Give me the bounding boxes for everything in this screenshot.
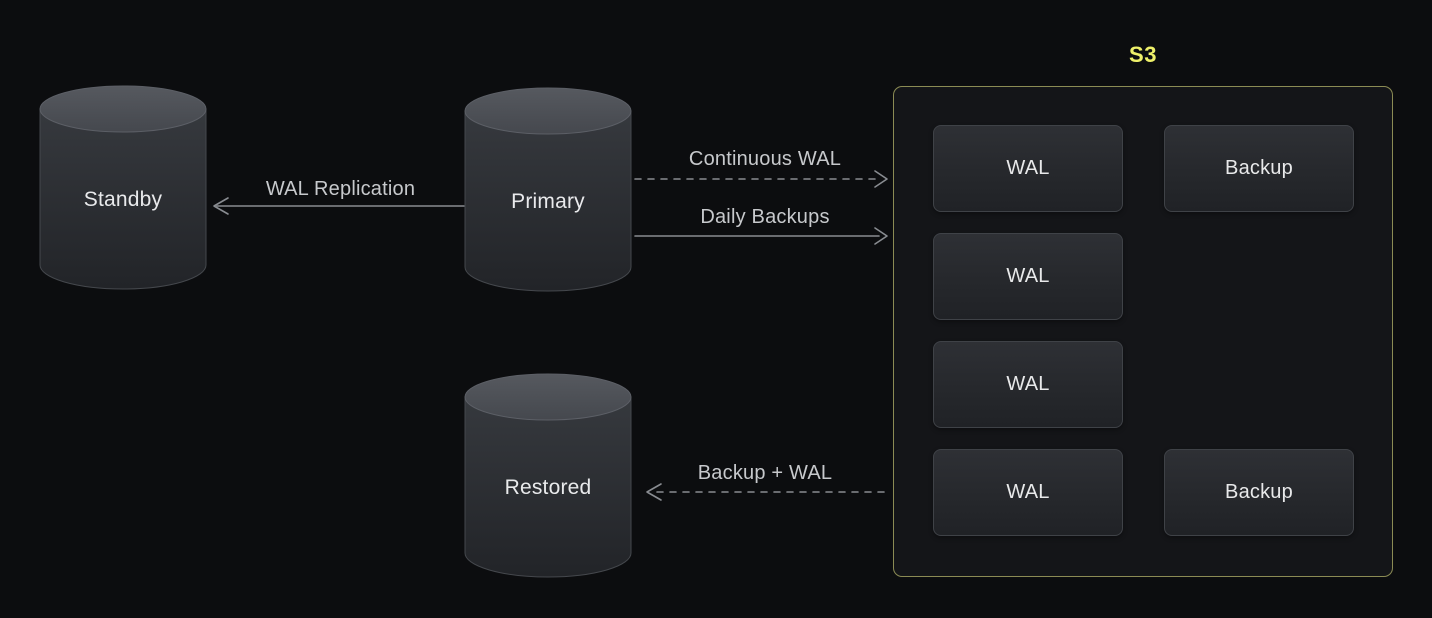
s3-item-wal: WAL [933,233,1123,320]
node-standby: Standby [39,85,207,290]
edge-backup-plus-wal [646,483,885,501]
database-cylinder-icon [464,373,632,578]
edge-daily-backups [634,227,888,245]
edge-label-daily-backups: Daily Backups [700,206,830,228]
s3-item-wal: WAL [933,125,1123,212]
s3-item-wal: WAL [933,341,1123,428]
s3-item-backup: Backup [1164,125,1354,212]
arrowhead-right-icon [874,227,888,245]
s3-item-backup: Backup [1164,449,1354,536]
edge-label-continuous-wal: Continuous WAL [688,148,842,170]
node-primary-label: Primary [511,190,585,213]
node-standby-label: Standby [83,188,163,211]
node-primary: Primary [464,87,632,292]
arrowhead-right-icon [874,170,888,188]
edge-continuous-wal [634,170,888,188]
database-cylinder-icon [464,87,632,292]
node-restored-label: Restored [504,476,592,499]
s3-container: WAL Backup WAL WAL WAL Backup [893,86,1393,577]
arrowhead-left-icon [646,483,662,501]
edge-label-backup-plus-wal: Backup + WAL [697,462,833,484]
edge-label-wal-replication: WAL Replication [265,178,416,200]
node-restored: Restored [464,373,632,578]
database-cylinder-icon [39,85,207,290]
s3-title: S3 [1129,42,1157,67]
s3-item-wal: WAL [933,449,1123,536]
